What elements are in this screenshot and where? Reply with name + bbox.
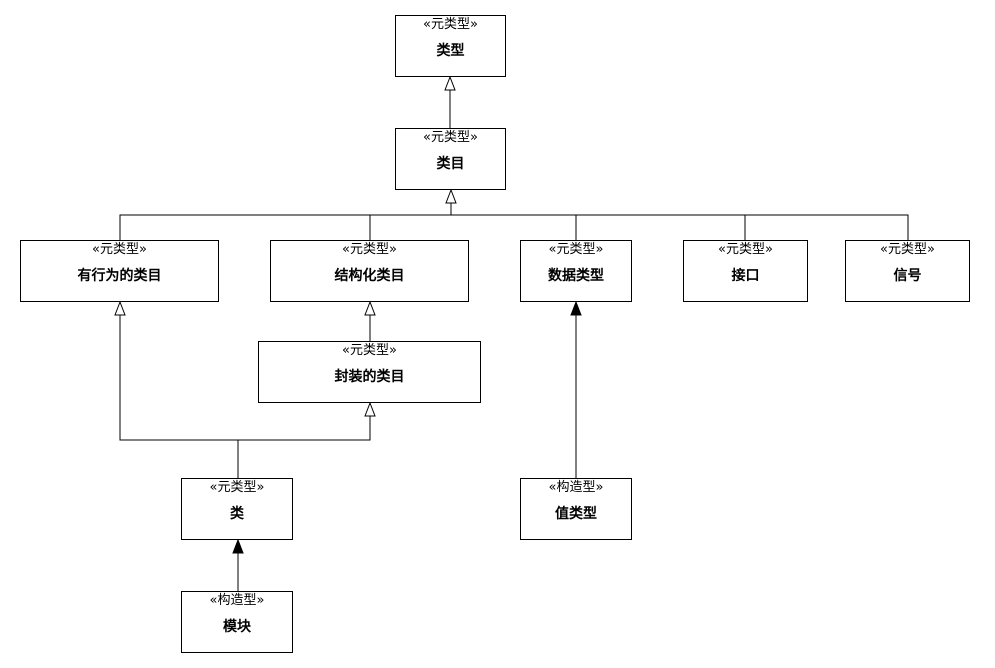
node-signal[interactable]: «元类型» 信号 [845,240,970,302]
node-datatype-stereotype: «元类型» [548,242,604,257]
generalization-arrow-classifier [445,188,457,204]
node-behaviored-classifier-stereotype: «元类型» [92,242,147,257]
node-classifier-stereotype: «元类型» [423,130,478,145]
node-value-type[interactable]: «构造型» 值类型 [520,478,632,540]
node-structured-classifier[interactable]: «元类型» 结构化类目 [270,240,469,302]
node-type[interactable]: «元类型» 类型 [395,15,506,77]
node-signal-stereotype: «元类型» [880,242,935,257]
node-module-stereotype: «构造型» [209,593,265,608]
node-module[interactable]: «构造型» 模块 [181,591,293,653]
node-classifier-name: 类目 [436,156,465,172]
node-class-stereotype: «元类型» [209,480,265,495]
node-class[interactable]: «元类型» 类 [181,478,293,540]
extension-arrow-class [232,538,244,554]
node-module-name: 模块 [223,619,251,635]
node-type-stereotype: «元类型» [423,17,478,32]
node-interface[interactable]: «元类型» 接口 [683,240,808,302]
generalization-arrow-encapsulated [364,401,376,417]
node-classifier[interactable]: «元类型» 类目 [395,128,506,190]
generalization-arrow-structured [364,300,376,316]
extension-arrow-datatype [570,300,582,316]
node-behaviored-classifier[interactable]: «元类型» 有行为的类目 [20,240,219,302]
node-encapsulated-classifier[interactable]: «元类型» 封装的类目 [258,341,481,403]
node-interface-name: 接口 [731,268,760,284]
node-type-name: 类型 [436,43,465,59]
edge-bus-to-classifier [119,214,909,240]
generalization-arrow-type [444,75,456,91]
node-interface-stereotype: «元类型» [718,242,773,257]
node-signal-name: 信号 [893,268,922,284]
edge-class-to-behaviored [119,315,239,478]
node-encapsulated-classifier-name: 封装的类目 [334,369,405,385]
node-value-type-name: 值类型 [555,506,597,522]
node-structured-classifier-stereotype: «元类型» [342,242,397,257]
node-encapsulated-classifier-stereotype: «元类型» [342,343,397,358]
node-structured-classifier-name: 结构化类目 [334,268,405,284]
node-datatype[interactable]: «元类型» 数据类型 [520,240,632,302]
generalization-arrow-behaviored [114,300,126,316]
node-behaviored-classifier-name: 有行为的类目 [77,268,162,284]
node-class-name: 类 [230,506,244,522]
edge-class-to-encapsulated [238,416,371,441]
node-value-type-stereotype: «构造型» [548,480,604,495]
node-datatype-name: 数据类型 [548,268,604,284]
